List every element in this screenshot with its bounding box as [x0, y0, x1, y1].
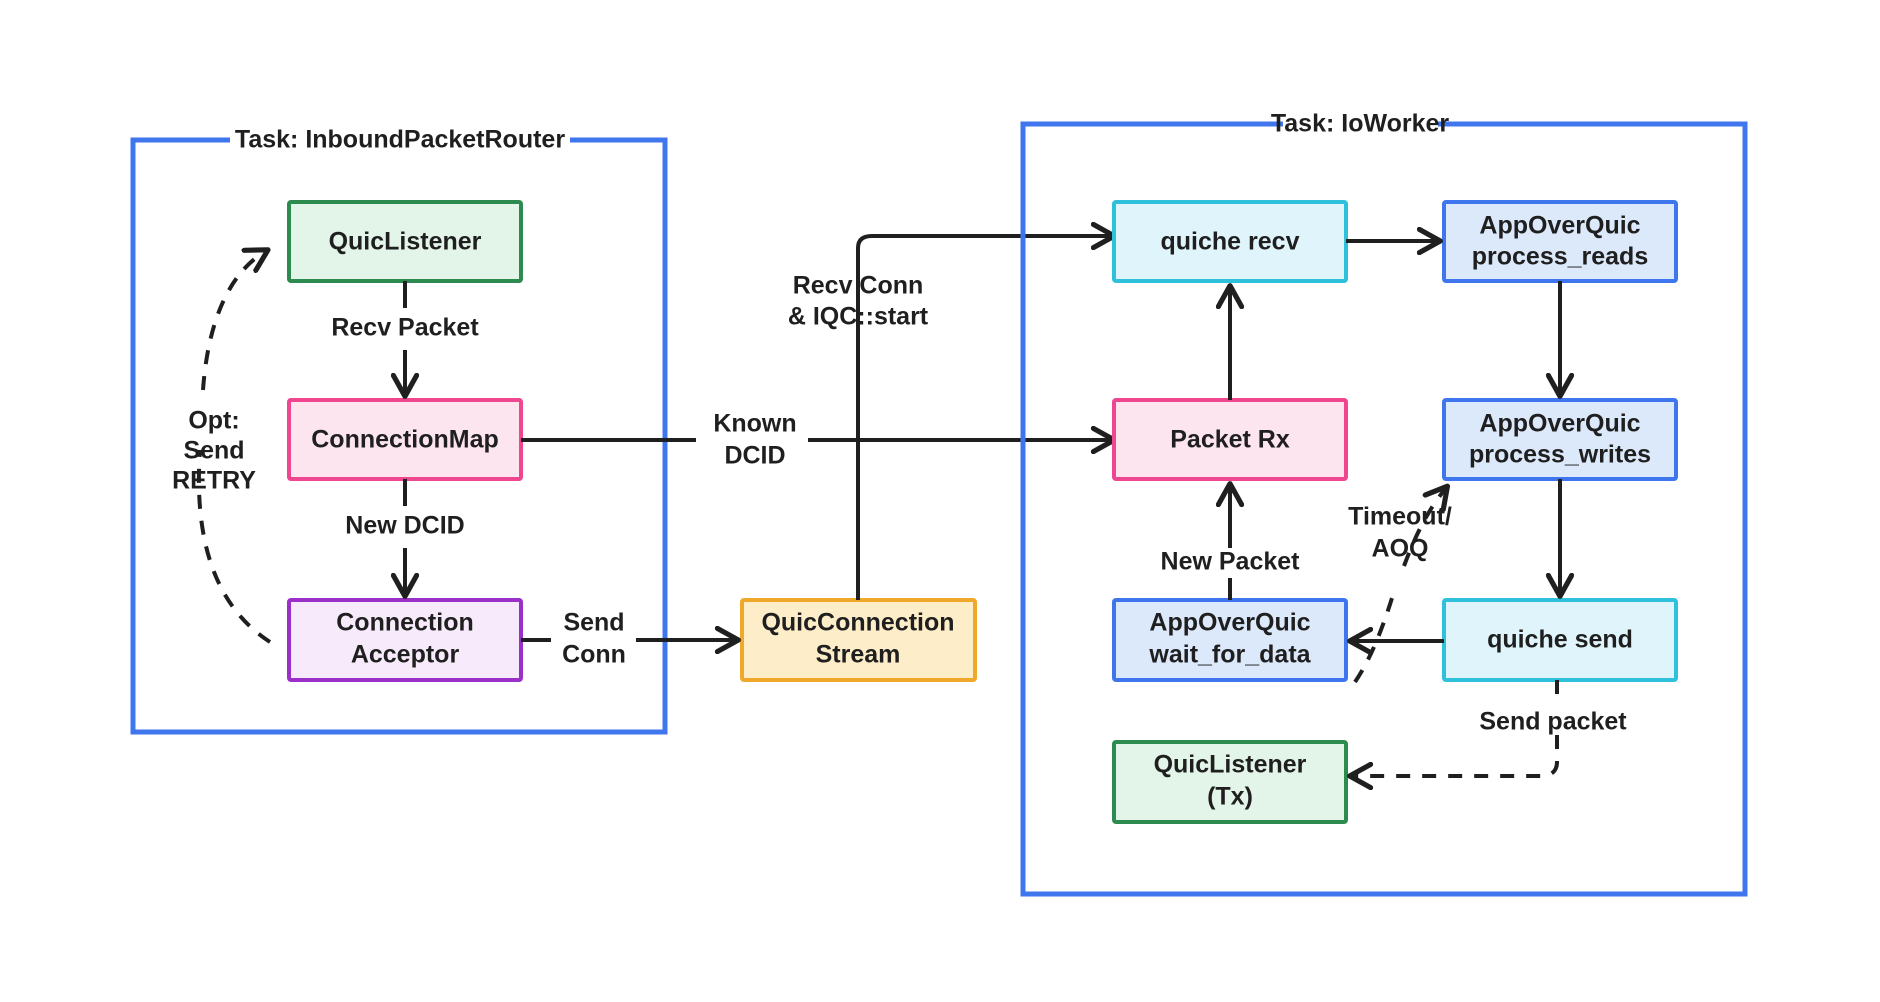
- edge-timeout-aoq-path-upper: [1402, 488, 1446, 567]
- node-app-over-quic-process-reads-label-line1: AppOverQuic: [1479, 212, 1640, 240]
- node-quiche-recv-label: quiche recv: [1161, 228, 1300, 256]
- node-app-over-quic-wait-for-data-label-line2: wait_for_data: [1148, 641, 1311, 669]
- edge-new-dcid: New DCID: [345, 479, 465, 594]
- edge-new-dcid-label: New DCID: [345, 512, 464, 540]
- edge-opt-send-retry-label-line3: RETRY: [172, 467, 256, 495]
- node-app-over-quic-process-reads[interactable]: AppOverQuic process_reads: [1442, 200, 1678, 283]
- node-connection-acceptor-label-line2: Acceptor: [351, 641, 460, 669]
- edge-new-packet: New Packet: [1161, 486, 1301, 600]
- edge-opt-send-retry-path-lower: [196, 449, 272, 644]
- node-quic-listener-tx-label-line1: QuicListener: [1154, 751, 1307, 779]
- node-quic-listener-tx-label-line2: (Tx): [1207, 783, 1253, 811]
- node-packet-rx[interactable]: Packet Rx: [1112, 398, 1348, 481]
- edge-send-conn-label-line1: Send: [563, 609, 624, 637]
- edge-recv-conn-iqc-start-label-line2: & IQC::start: [788, 303, 929, 331]
- edge-send-conn: Send Conn: [521, 609, 736, 669]
- node-packet-rx-label: Packet Rx: [1170, 426, 1290, 454]
- edge-recv-conn-iqc-start-path: [856, 236, 1112, 600]
- edge-timeout-aoq-label-line2: AOQ: [1372, 535, 1429, 563]
- node-quic-listener-tx[interactable]: QuicListener (Tx): [1112, 740, 1348, 824]
- edge-opt-send-retry-path-upper: [201, 251, 266, 391]
- edge-timeout-aoq: Timeout/ AOQ: [1348, 488, 1452, 684]
- group-frame-io-worker: [1020, 121, 1748, 897]
- node-connection-acceptor-label-line1: Connection: [336, 609, 474, 637]
- node-connection-acceptor[interactable]: Connection Acceptor: [287, 598, 523, 682]
- edge-send-packet-path-lower: [1352, 735, 1559, 776]
- edge-timeout-aoq-path-lower: [1353, 597, 1394, 684]
- node-quic-listener-tx-rect[interactable]: [1112, 740, 1348, 824]
- group-title-io-worker: Task: IoWorker: [1271, 110, 1450, 138]
- node-quic-listener[interactable]: QuicListener: [287, 200, 523, 283]
- node-connection-map[interactable]: ConnectionMap: [287, 398, 523, 481]
- edge-send-packet-label: Send packet: [1479, 708, 1627, 736]
- edge-send-conn-label-line2: Conn: [562, 641, 626, 669]
- edge-known-dcid-label-line1: Known: [713, 410, 796, 438]
- edge-timeout-aoq-label-line1: Timeout/: [1348, 503, 1452, 531]
- node-app-over-quic-process-writes[interactable]: AppOverQuic process_writes: [1442, 398, 1678, 481]
- edge-recv-conn-iqc-start-label-line1: Recv Conn: [793, 272, 924, 300]
- group-frame-inbound-packet-router: [130, 137, 668, 735]
- node-quic-connection-stream-label-line1: QuicConnection: [761, 609, 954, 637]
- edge-recv-packet-label: Recv Packet: [331, 314, 479, 342]
- group-io-worker: Task: IoWorker: [1020, 110, 1748, 897]
- node-quiche-send-label: quiche send: [1487, 626, 1633, 654]
- group-title-inbound-packet-router: Task: InboundPacketRouter: [235, 126, 565, 154]
- edge-new-packet-label: New Packet: [1161, 548, 1301, 576]
- node-app-over-quic-wait-for-data[interactable]: AppOverQuic wait_for_data: [1112, 598, 1348, 682]
- node-quiche-send[interactable]: quiche send: [1442, 598, 1678, 682]
- node-quiche-recv[interactable]: quiche recv: [1112, 200, 1348, 283]
- edge-opt-send-retry: Opt: Send RETRY: [172, 251, 272, 644]
- edge-opt-send-retry-label-line1: Opt:: [188, 407, 239, 435]
- node-quic-connection-stream-label-line2: Stream: [816, 641, 901, 669]
- node-app-over-quic-process-writes-label-line1: AppOverQuic: [1479, 410, 1640, 438]
- edge-recv-packet: Recv Packet: [331, 281, 479, 394]
- edge-send-packet: Send packet: [1352, 680, 1627, 776]
- node-quic-connection-stream[interactable]: QuicConnection Stream: [740, 598, 977, 682]
- edge-recv-conn-iqc-start: Recv Conn & IQC::start: [788, 236, 1112, 600]
- group-inbound-packet-router: Task: InboundPacketRouter: [130, 126, 668, 735]
- node-app-over-quic-wait-for-data-label-line1: AppOverQuic: [1149, 609, 1310, 637]
- node-app-over-quic-process-writes-label-line2: process_writes: [1469, 441, 1651, 469]
- node-quic-listener-label: QuicListener: [329, 228, 482, 256]
- node-connection-map-label: ConnectionMap: [311, 426, 499, 454]
- edge-known-dcid-label-line2: DCID: [724, 442, 785, 470]
- edge-opt-send-retry-label-line2: Send: [183, 437, 244, 465]
- node-app-over-quic-process-reads-label-line2: process_reads: [1472, 243, 1649, 271]
